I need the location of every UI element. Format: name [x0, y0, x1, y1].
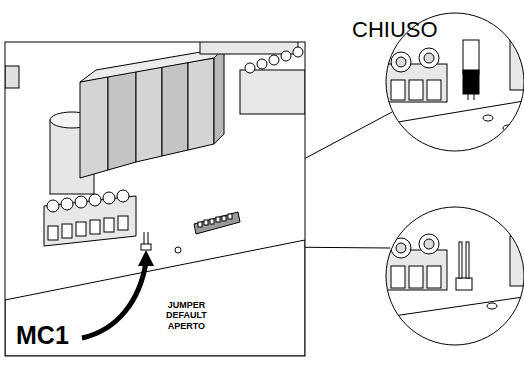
part-name: MC1: [16, 322, 69, 350]
pointer-arrow-head: [138, 250, 154, 266]
magnifier-open: [380, 207, 524, 345]
pointer-arrow: [82, 262, 146, 338]
note-label: JUMPER DEFAULT APERTO: [166, 300, 207, 331]
inset-frame: [5, 42, 305, 356]
board-view: [5, 42, 305, 356]
state-label: CHIUSO: [352, 18, 438, 42]
